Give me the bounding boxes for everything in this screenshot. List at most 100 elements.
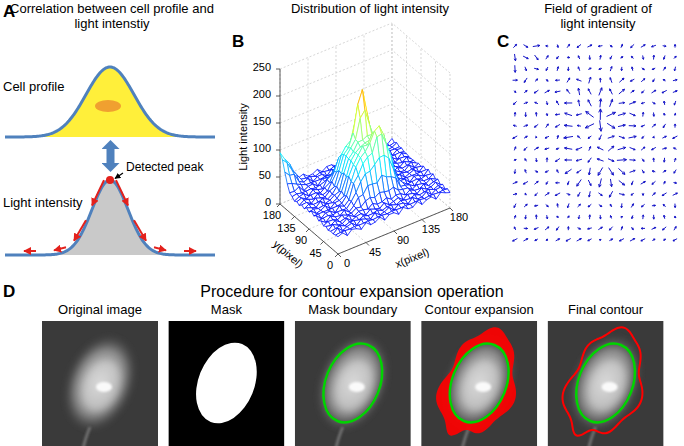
field-arrow [567,67,569,71]
field-arrow [514,169,516,173]
tick-label: 135 [422,222,440,235]
field-arrow [652,45,656,47]
field-arrow [642,55,644,59]
field-arrow [618,147,626,150]
field-arrow [565,169,571,173]
slope-arrow [54,247,66,250]
intensity-panel: Light intensity [3,172,218,254]
grid-line [280,23,392,69]
field-arrow [610,89,613,95]
gradient-field [513,44,678,241]
field-arrow [564,147,572,149]
field-arrow [599,239,601,241]
grid-line [392,23,393,158]
field-arrow [674,204,676,208]
field-arrow [663,67,665,70]
image-ground [421,321,537,446]
tick-label: 0 [265,196,271,209]
field-arrow [641,147,645,150]
field-arrow [514,215,516,218]
axis-line [306,229,309,232]
field-arrow [523,181,528,184]
field-arrow [557,67,559,71]
field-arrow [565,113,572,116]
field-arrow [652,124,656,127]
final-contour [562,327,642,435]
field-arrow [619,102,625,104]
field-arrow [653,79,655,82]
field-arrow [587,45,591,47]
field-arrow [642,68,645,70]
field-arrow [599,88,602,96]
field-arrow [610,78,612,83]
field-arrow [556,239,560,241]
field-arrow [674,113,676,115]
field-arrow [663,239,665,241]
field-arrow [629,102,635,105]
field-arrow [599,205,602,207]
field-arrow [662,90,667,92]
field-arrow [641,239,645,241]
field-arrow [589,215,591,219]
field-arrow [556,227,559,231]
field-arrow [608,159,614,162]
field-arrow [524,90,527,92]
field-arrow [641,181,646,184]
image-title: Contour expansion [425,302,534,317]
panel-letter: B [232,32,244,52]
grid-line [435,61,436,196]
grid-line [392,77,450,127]
field-arrow [535,193,538,196]
axis-line [422,220,425,223]
panel-letter: C [497,32,509,52]
field-arrow [545,227,549,230]
field-arrow [642,193,644,195]
cell-image [432,327,527,440]
field-arrow [663,55,665,59]
field-arrow [555,158,559,161]
field-arrow [607,123,615,128]
field-arrow [663,158,665,162]
field-arrow [578,56,580,59]
field-arrow [617,158,627,161]
field-arrow [589,55,591,59]
field-arrow [597,147,603,150]
field-arrow [513,101,516,104]
field-arrow [589,77,591,83]
field-arrow [663,124,665,128]
field-arrow [631,44,634,47]
field-arrow [621,67,623,71]
axis-line [277,204,280,207]
field-arrow [525,112,527,116]
field-arrow [536,158,538,162]
field-arrow [641,204,644,207]
slope-arrow [154,247,166,250]
grid-line [308,58,309,193]
field-arrow [598,45,602,47]
field-arrow [674,182,677,184]
field-arrow [642,215,644,219]
field-arrow [630,239,635,242]
field-arrow [555,79,559,81]
field-arrow [578,88,580,95]
field-arrow [641,79,645,82]
field-arrow [610,204,612,207]
mask-boundary [565,335,646,431]
field-arrow [619,78,624,82]
field-arrow [610,216,612,219]
image-strip [42,321,664,446]
field-arrow [588,158,591,163]
field-arrow [599,68,602,70]
field-arrow [664,181,666,184]
micrograph [295,321,411,446]
grid-line [280,69,281,204]
panel-title: Procedure for contour expansion operatio… [200,283,503,301]
field-arrow [629,136,637,138]
field-arrow [674,170,676,174]
field-arrow [642,136,644,138]
field-arrow [524,78,527,83]
axis-line [338,208,450,254]
field-arrow [621,216,623,218]
mesh-cell [389,201,396,205]
